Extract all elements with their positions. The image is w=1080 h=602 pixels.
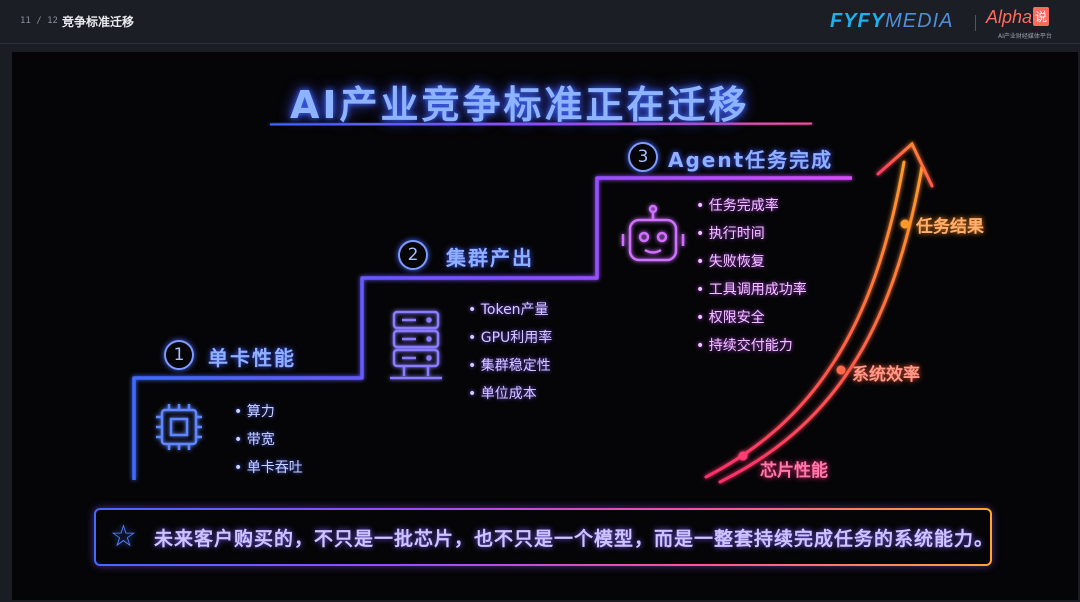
alpha-tagline: AI产业财经媒体平台 — [998, 33, 1052, 40]
page-current: 11 — [20, 16, 31, 26]
step-1-label: 单卡性能 — [208, 346, 296, 370]
alpha-logo-badge: 说 — [1033, 7, 1050, 26]
slide-title: AI产业竞争标准正在迁移 — [290, 83, 750, 127]
list-item: 集群稳定性 — [468, 352, 552, 380]
title-underline — [269, 121, 813, 127]
step-2-label: 集群产出 — [446, 246, 534, 270]
logo-fyfy: FYFY — [830, 10, 886, 32]
slide-graphics — [132, 121, 934, 484]
page-total: 12 — [47, 16, 58, 26]
fyfy-media-logo: FYFYMEDIA — [830, 10, 953, 33]
arrow-label-task: 任务结果 — [916, 217, 984, 237]
growth-arrow — [704, 141, 934, 484]
logo-media: MEDIA — [885, 10, 954, 32]
arrow-label-system: 系统效率 — [852, 365, 920, 385]
staircase-line — [132, 176, 852, 480]
step-2-number: 2 — [398, 240, 428, 270]
list-item: 失败恢复 — [696, 248, 807, 276]
summary-text: 未来客户购买的，不只是一批芯片，也不只是一个模型，而是一整套持续完成任务的系统能… — [154, 528, 995, 550]
arrow-dot-system — [836, 365, 846, 375]
list-item: 算力 — [234, 398, 303, 426]
step-2-list: Token产量 GPU利用率 集群稳定性 单位成本 — [468, 296, 553, 408]
step-1-number: 1 — [164, 340, 194, 370]
arrow-dots — [738, 219, 910, 461]
list-item: Token产量 — [468, 296, 552, 324]
list-item: 任务完成率 — [696, 192, 807, 220]
chip-icon — [156, 404, 202, 450]
list-item: 持续交付能力 — [696, 332, 807, 360]
summary-banner: ☆ 未来客户购买的，不只是一批芯片，也不只是一个模型，而是一整套持续完成任务的系… — [94, 508, 995, 566]
robot-icon — [621, 204, 685, 262]
star-icon: ☆ — [110, 519, 137, 554]
page-indicator: 11 / 12 — [20, 16, 58, 26]
logo-divider — [975, 15, 976, 31]
page-separator: / — [36, 16, 42, 26]
arrow-dot-chip — [738, 451, 748, 461]
alpha-logo-text: Alpha — [986, 7, 1033, 27]
list-item: 权限安全 — [696, 304, 807, 332]
server-icon — [390, 310, 442, 380]
slide-canvas: AI产业竞争标准正在迁移 1 单卡性能 算力 带宽 单卡吞吐 2 集群产出 To… — [12, 52, 1078, 600]
step-1-list: 算力 带宽 单卡吞吐 — [234, 398, 303, 482]
list-item: GPU利用率 — [468, 324, 553, 352]
list-item: 单位成本 — [468, 380, 552, 408]
list-item: 带宽 — [234, 426, 303, 454]
step-3-label: Agent任务完成 — [668, 148, 834, 172]
arrow-dot-task — [900, 219, 910, 229]
list-item: 工具调用成功率 — [696, 276, 807, 304]
breadcrumb: 竞争标准迁移 — [62, 15, 135, 29]
step-3-number: 3 — [628, 142, 658, 172]
list-item: 单卡吞吐 — [234, 454, 303, 482]
list-item: 执行时间 — [696, 220, 807, 248]
step-3-list: 任务完成率 执行时间 失败恢复 工具调用成功率 权限安全 持续交付能力 — [696, 192, 807, 360]
arrow-label-chip: 芯片性能 — [760, 461, 828, 481]
